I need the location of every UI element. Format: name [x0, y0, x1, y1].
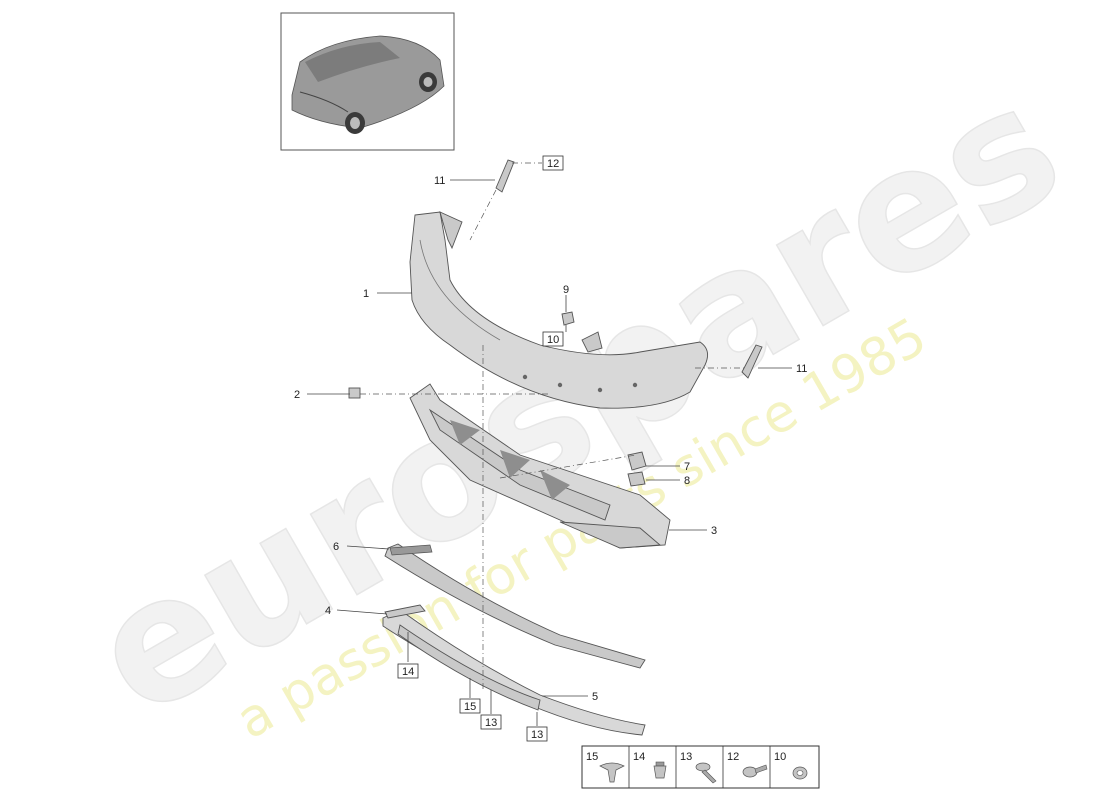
- callout-7: 7: [684, 461, 690, 473]
- callout-12: 12: [547, 158, 559, 170]
- expanding-clip-icon: [653, 761, 667, 779]
- legend-number: 13: [680, 751, 692, 763]
- leader-lines: [307, 162, 792, 726]
- legend-number: 14: [633, 751, 645, 763]
- trim-piece-part-4[interactable]: [384, 604, 426, 619]
- callout-14: 14: [402, 666, 414, 678]
- callout-15: 15: [464, 701, 476, 713]
- legend-item-10: 10: [774, 751, 808, 780]
- callout-13-right: 13: [531, 729, 543, 741]
- callout-6: 6: [333, 541, 339, 553]
- trim-strip-part-6[interactable]: [384, 543, 646, 669]
- sensor-holder-part-8[interactable]: [627, 471, 646, 487]
- rear-bumper-cover[interactable]: [409, 211, 709, 409]
- bracket-part-11-left[interactable]: [495, 159, 515, 193]
- callout-10: 10: [547, 334, 559, 346]
- boxed-callouts: 12 10 14 15 13 13: [397, 155, 564, 742]
- screw-icon: [695, 762, 717, 784]
- fastener-legend: 15 14 13 12 10: [581, 745, 820, 789]
- callout-8: 8: [684, 475, 690, 487]
- legend-item-14: 14: [633, 751, 667, 779]
- grommet-icon: [792, 766, 808, 780]
- legend-number: 10: [774, 751, 786, 763]
- callout-5: 5: [592, 691, 598, 703]
- legend-number: 15: [586, 751, 598, 763]
- callout-9: 9: [563, 284, 569, 296]
- push-rivet-icon: [599, 762, 625, 783]
- callout-1: 1: [363, 288, 369, 300]
- bolt-washer-icon: [742, 764, 768, 778]
- bracket-part-11-right[interactable]: [741, 344, 763, 379]
- legend-item-13: 13: [680, 751, 717, 784]
- callout-11-upper: 11: [434, 175, 445, 187]
- callout-2: 2: [294, 389, 300, 401]
- legend-item-12: 12: [727, 751, 768, 778]
- clip-part-2[interactable]: [348, 387, 361, 399]
- callout-3: 3: [711, 525, 717, 537]
- callouts: 1 2 3 4 5 6 7 8 9 11 11: [294, 175, 807, 703]
- legend-item-15: 15: [586, 751, 625, 783]
- diffuser-part-5[interactable]: [382, 609, 646, 736]
- bumper-carrier[interactable]: [409, 383, 671, 549]
- callout-11-right: 11: [796, 363, 807, 375]
- legend-number: 12: [727, 751, 739, 763]
- nut-part-9[interactable]: [561, 311, 575, 326]
- vehicle-thumbnail: [280, 12, 455, 151]
- callout-13-left: 13: [485, 717, 497, 729]
- callout-4: 4: [325, 605, 331, 617]
